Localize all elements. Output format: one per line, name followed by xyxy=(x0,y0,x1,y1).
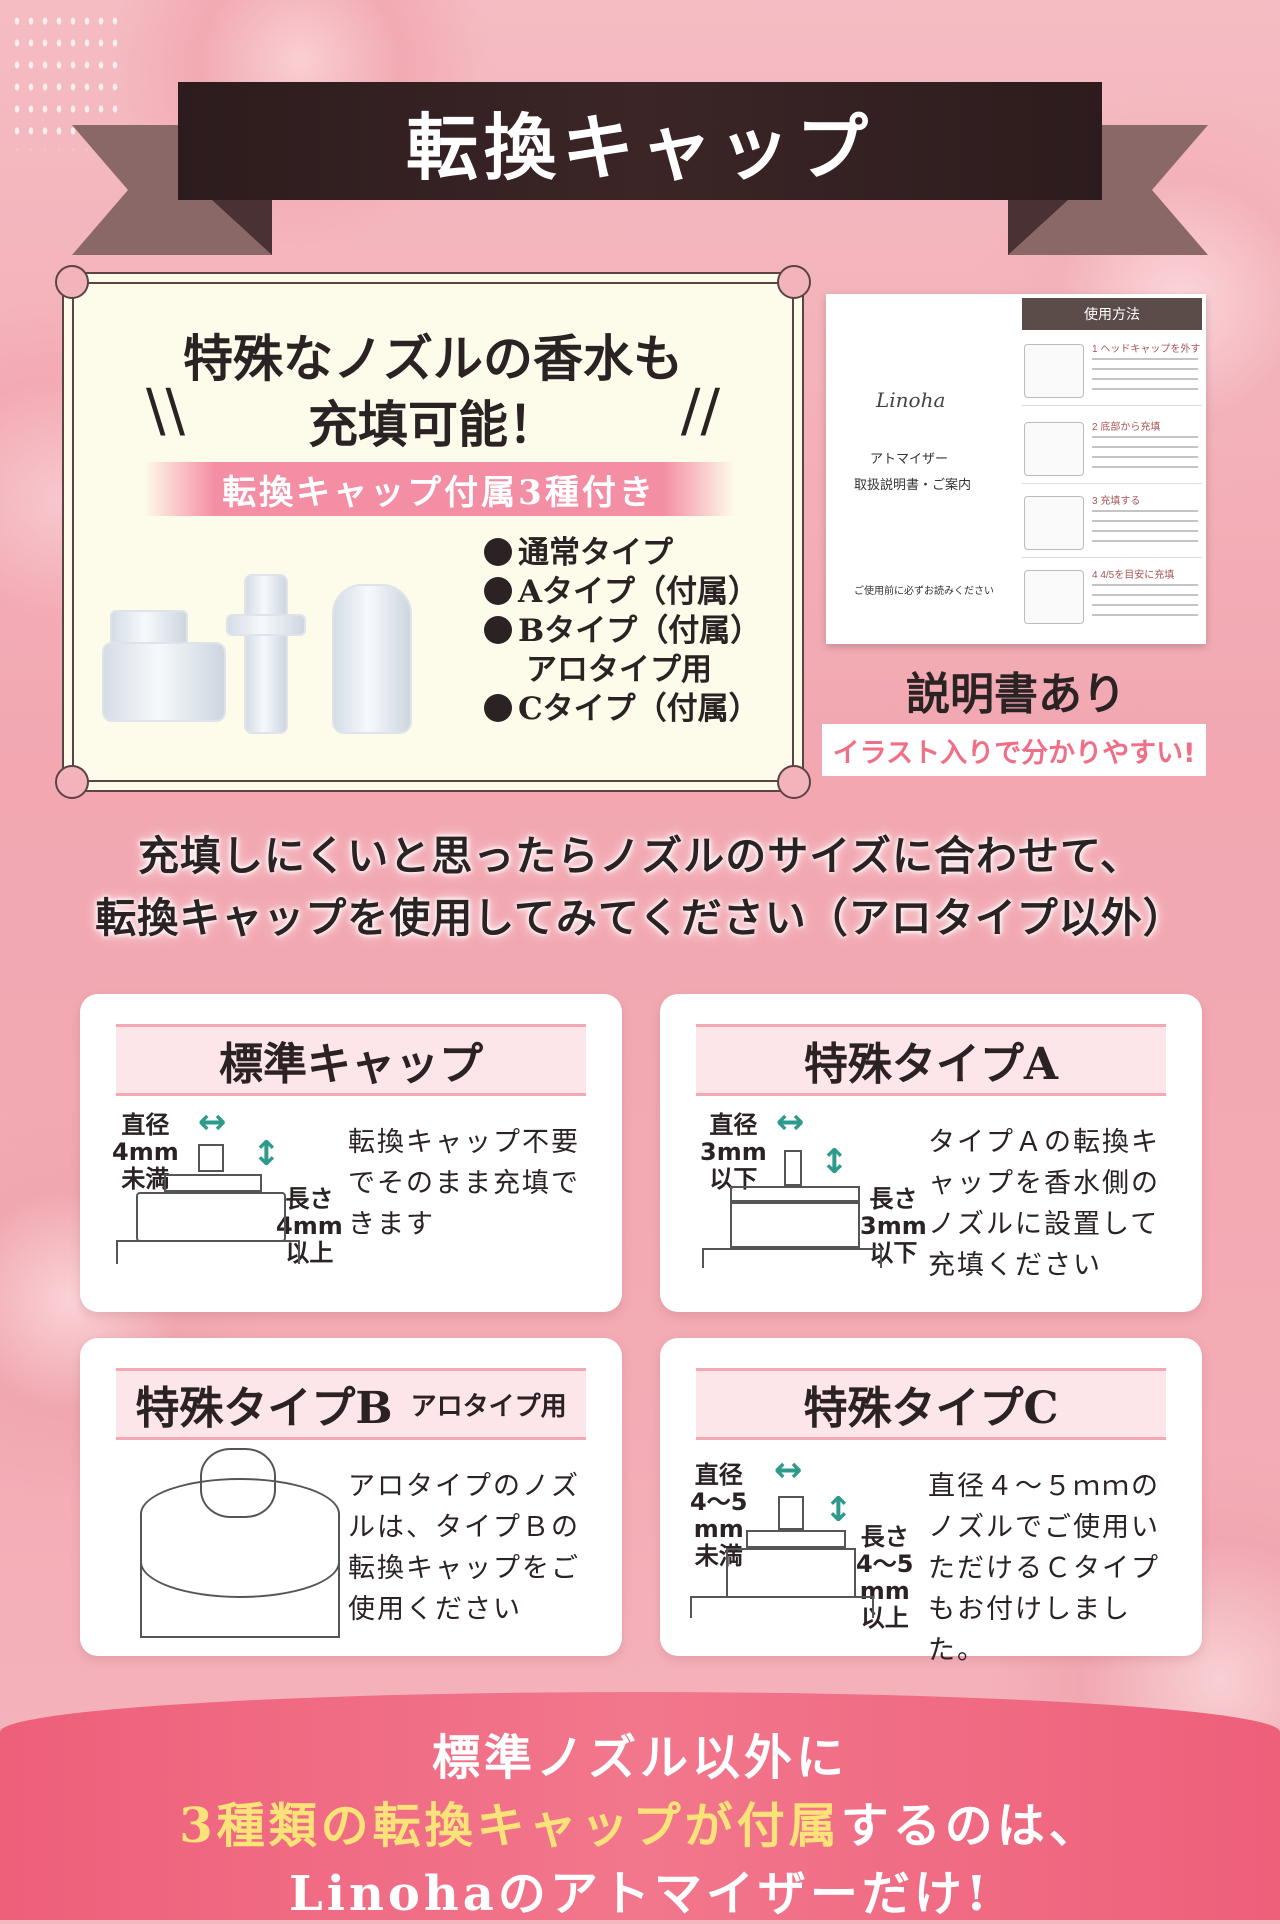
headline-line1: 特殊なノズルの香水も xyxy=(183,329,683,388)
message-line1: 充填しにくいと思ったらノズルのサイズに合わせて、 xyxy=(138,832,1142,880)
feature-subtitle: 転換キャップ付属3種付き xyxy=(144,462,734,516)
manual-step: 4 4/5を目安に充填 xyxy=(1022,560,1202,632)
manual-note: ご使用前に必ずお読みください xyxy=(854,586,994,597)
corner-notch xyxy=(777,265,811,299)
manual-brand: Linoha xyxy=(876,388,946,412)
aro-body-illustration xyxy=(140,1538,340,1638)
type-list: 通常タイプ Aタイプ（付属） Bタイプ（付属） アロタイプ用 Cタイプ（付属） xyxy=(484,534,761,729)
card-title: 特殊タイプA xyxy=(696,1024,1166,1096)
height-arrow-icon: ↕ xyxy=(824,1490,853,1530)
width-arrow-icon: ↔ xyxy=(774,1450,803,1490)
type-item: Aタイプ（付属） xyxy=(484,573,761,612)
manual-title: 説明書あり xyxy=(906,669,1126,720)
width-arrow-icon: ↔ xyxy=(198,1102,227,1142)
manual-subtitle: イラスト入りで分かりやすい! xyxy=(822,724,1206,776)
page-title: 転換キャップ xyxy=(405,104,874,190)
aro-nozzle-top-illustration xyxy=(200,1448,276,1518)
title-banner: 転換キャップ xyxy=(178,82,1102,200)
card-title: 特殊タイプC xyxy=(696,1368,1166,1440)
headline-line2: 充填可能！ xyxy=(308,395,558,454)
neck-illustration xyxy=(164,1174,262,1192)
height-arrow-icon: ↕ xyxy=(820,1142,849,1182)
base-illustration xyxy=(702,1248,882,1268)
bottom-line2-rest: するのは、 xyxy=(840,1798,1101,1854)
neck-illustration xyxy=(730,1186,860,1202)
collar-illustration xyxy=(730,1202,860,1248)
message-line2: 転換キャップを使用してみてください（アロタイプ以外） xyxy=(95,894,1185,942)
feature-headline: 特殊なノズルの香水も 充填可能！ xyxy=(74,326,792,458)
accent-slash-left: \\ xyxy=(146,376,186,444)
height-arrow-icon: ↕ xyxy=(252,1134,281,1174)
corner-notch xyxy=(55,765,89,799)
neck-illustration xyxy=(746,1530,846,1548)
type-item-sub: アロタイプ用 xyxy=(526,652,712,688)
collar-illustration xyxy=(136,1192,286,1242)
card-body: アロタイプのノズルは、タイプＢの転換キャップをご使用ください xyxy=(348,1471,580,1625)
manual-step: 3 充填する xyxy=(1022,486,1202,558)
cap-normal-icon xyxy=(102,642,226,722)
type-item: Cタイプ（付属） xyxy=(484,690,761,729)
bottom-highlight: 3種類の転換キャップが付属 xyxy=(179,1798,841,1854)
base-illustration xyxy=(690,1596,874,1618)
nozzle-illustration xyxy=(198,1144,224,1172)
bottom-line3: Linohaのアトマイザーだけ! xyxy=(289,1866,991,1922)
corner-notch xyxy=(55,265,89,299)
manual-line2: 取扱説明書・ご案内 xyxy=(854,477,972,492)
nozzle-illustration xyxy=(784,1150,802,1186)
manual-image: Linoha アトマイザー 取扱説明書・ご案内 ご使用前に必ずお読みください 使… xyxy=(826,294,1206,644)
base-illustration xyxy=(116,1240,300,1264)
manual-line1: アトマイザー xyxy=(870,451,949,466)
corner-notch xyxy=(777,765,811,799)
card-body: タイプＡの転換キャップを香水側のノズルに設置して充填ください xyxy=(928,1127,1160,1281)
type-item: 通常タイプ xyxy=(484,534,761,573)
collar-illustration xyxy=(726,1548,856,1598)
card-title: 標準キャップ xyxy=(116,1024,586,1096)
bottom-banner xyxy=(0,1692,1280,1920)
cap-type-a-icon xyxy=(244,574,288,734)
width-arrow-icon: ↔ xyxy=(776,1102,805,1142)
type-item: Bタイプ（付属） xyxy=(484,612,761,651)
manual-step: 1 ヘッドキャップを外す xyxy=(1022,334,1202,406)
nozzle-illustration xyxy=(778,1496,804,1530)
feature-card: 特殊なノズルの香水も 充填可能！ \\ // 転換キャップ付属3種付き 通常タイ… xyxy=(55,265,811,799)
bottom-line1: 標準ノズル以外に xyxy=(431,1730,848,1786)
card-body: 直径４〜５ｍｍのノズルでご使用いただけるＣタイプもお付けしました。 xyxy=(928,1471,1160,1666)
cap-type-a-flange-icon xyxy=(226,614,306,636)
manual-head: 使用方法 xyxy=(1022,298,1202,330)
bottom-line2: 3種類の転換キャップが付属するのは、 xyxy=(0,1786,1280,1856)
cap-type-b-icon xyxy=(332,584,412,734)
accent-slash-right: // xyxy=(680,376,720,444)
card-body: 転換キャップ不要でそのまま充填できます xyxy=(348,1127,580,1240)
manual-step: 2 底部から充填 xyxy=(1022,412,1202,484)
